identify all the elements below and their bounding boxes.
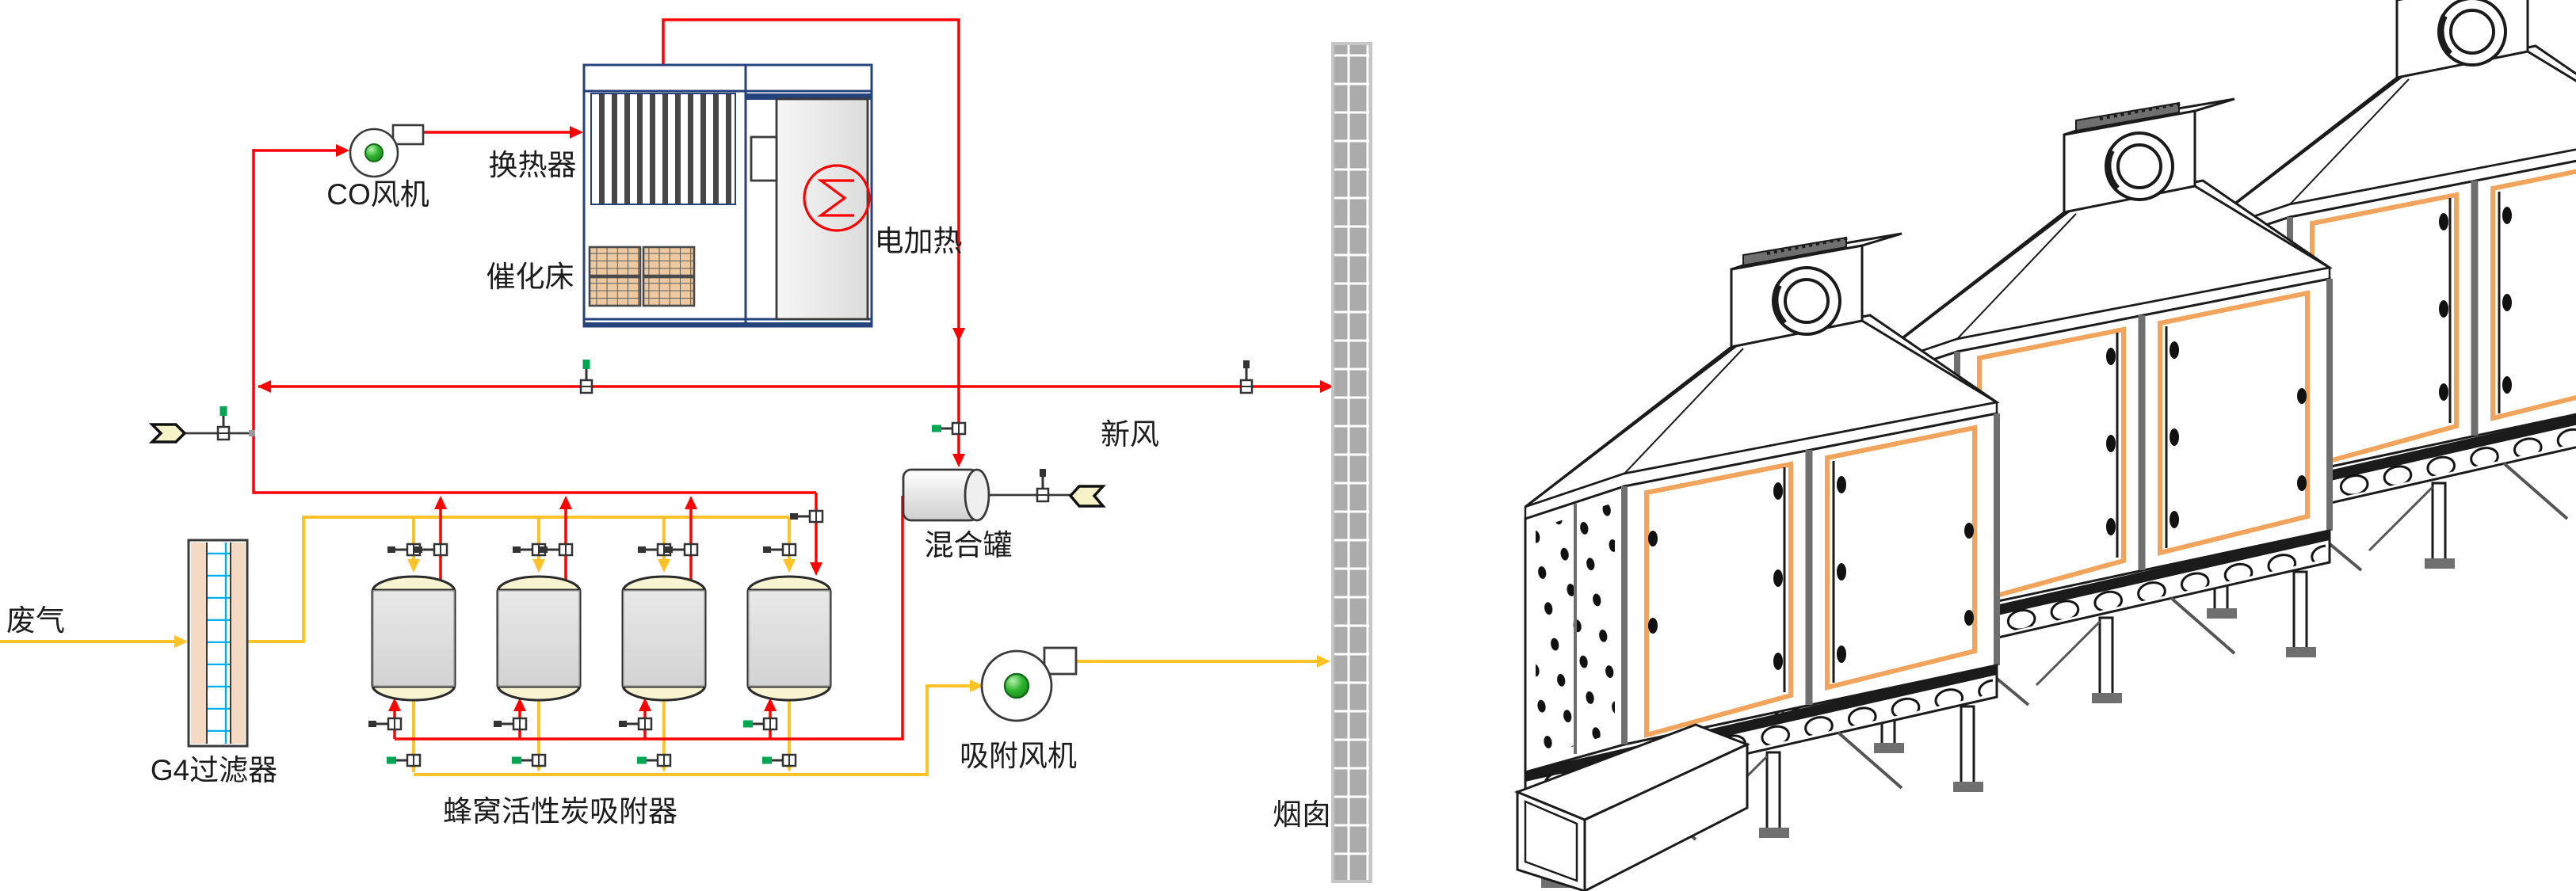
carbon-adsorber-label: 蜂窝活性炭吸附器: [443, 795, 677, 828]
electric-heater-icon: [803, 164, 871, 232]
valves: [216, 358, 1254, 767]
adsorber-vessels: [371, 575, 832, 702]
valve-icon: [1036, 467, 1050, 503]
valve-icon: [761, 753, 797, 767]
valve-icon: [761, 543, 797, 557]
heat-exchanger-fins: [590, 93, 736, 205]
co-oxidizer-unit: [582, 63, 873, 328]
adsorber-vessel: [621, 575, 707, 702]
valve-icon: [617, 717, 653, 731]
valve-icon: [216, 405, 231, 441]
valve-icon: [1239, 359, 1254, 394]
fresh-air-label: 新风: [1101, 418, 1159, 451]
junction-dot: [249, 430, 255, 436]
electric-heater-label: 电加热: [875, 225, 963, 257]
adsorber-vessel: [496, 575, 582, 702]
waste-gas-lines: [0, 516, 1325, 776]
co-fan-icon: [349, 124, 425, 178]
mixing-tank: [902, 468, 990, 522]
g4-filter: [187, 539, 249, 748]
valve-icon: [788, 509, 824, 524]
process-flow-diagram: CO风机 换热器 催化床 电加热 新风 混合罐 废气 G4过滤器 蜂窝活性炭吸附…: [0, 18, 1372, 883]
adsorber-vessel: [746, 575, 832, 702]
adsorption-fan-label: 吸附风机: [960, 740, 1077, 772]
valve-icon: [492, 717, 528, 731]
adsorption-fan-icon: [980, 646, 1078, 722]
heater-port: [750, 135, 778, 182]
heat-exchanger-label: 换热器: [489, 149, 577, 181]
isometric-equipment-drawing: [1513, 0, 2576, 891]
valve-icon: [930, 421, 967, 436]
catalytic-bed-blocks: [588, 246, 696, 307]
catalytic-bed-label: 催化床: [487, 261, 574, 293]
g4-filter-label: G4过滤器: [151, 754, 277, 786]
inlet-connector-icon: [148, 423, 187, 444]
outlet-duct-3d: [1513, 723, 1750, 891]
valve-icon: [510, 753, 547, 767]
outlet-connector-icon: [1068, 485, 1106, 508]
valve-icon: [579, 358, 593, 394]
mixing-tank-label: 混合罐: [925, 529, 1013, 562]
valve-icon: [385, 753, 422, 767]
valve-icon: [367, 717, 403, 731]
heater-chamber: [775, 97, 869, 321]
chimney: [1331, 42, 1372, 883]
valve-icon: [742, 717, 778, 731]
adsorber-vessel: [371, 575, 456, 702]
valve-icon: [635, 753, 672, 767]
co-fan-label: CO风机: [326, 178, 429, 211]
waste-gas-label: 废气: [6, 604, 65, 637]
chimney-label: 烟囱: [1273, 798, 1331, 831]
